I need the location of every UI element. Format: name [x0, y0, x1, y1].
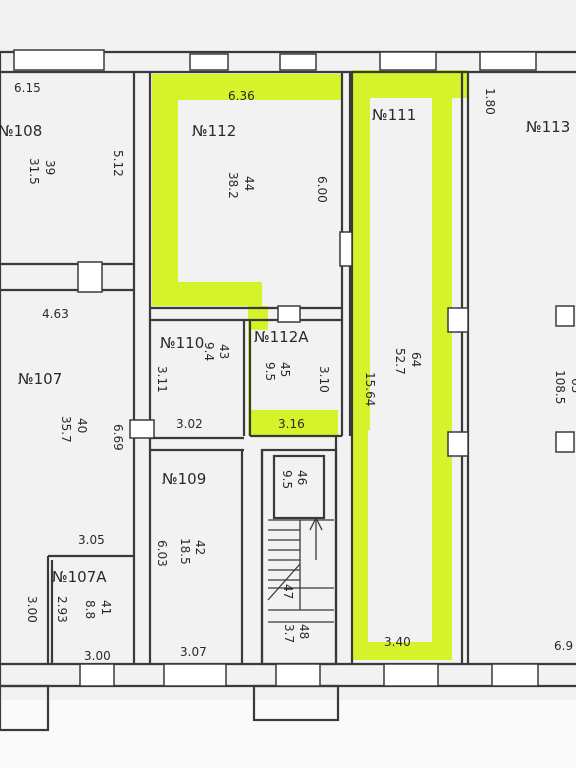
- room-112-num: 44: [242, 176, 256, 191]
- walls: [0, 50, 576, 732]
- room-107-bottom: 3.05: [78, 533, 105, 547]
- room-109-side: 6.03: [155, 540, 169, 567]
- room-111-length: 15.64: [363, 372, 377, 406]
- room-110-label: №110: [160, 334, 204, 352]
- room-109-bottom: 3.07: [180, 645, 207, 659]
- room-112a-num: 45: [278, 362, 292, 377]
- room-112-top: 6.36: [228, 89, 255, 103]
- staircase: [267, 516, 334, 623]
- room-112a-label: №112А: [254, 328, 309, 346]
- stair-upper-area: 9.5: [280, 470, 294, 489]
- room-111-area: 52.7: [393, 348, 407, 375]
- room-113-area: 108.5: [553, 370, 567, 404]
- room-110-side: 3.11: [155, 366, 169, 393]
- room-109-num: 42: [193, 540, 207, 555]
- room-107a-side1: 3.00: [25, 596, 39, 623]
- stair-lower-num: 48: [297, 624, 311, 639]
- room-113-num: 63: [569, 378, 576, 393]
- room-111-label: №111: [372, 106, 416, 124]
- room-108-label: №108: [0, 122, 42, 140]
- highlight-room-112: [152, 74, 342, 306]
- room-109-area: 18.5: [178, 538, 192, 565]
- room-112a-area: 9.5: [263, 362, 277, 381]
- room-112a-bottom: 3.16: [278, 417, 305, 431]
- room-110-bottom: 3.02: [176, 417, 203, 431]
- room-108-side: 5.12: [111, 150, 125, 177]
- room-111-num: 64: [409, 352, 423, 367]
- room-111-top: 1.80: [483, 88, 497, 115]
- highlight-room-111: [352, 70, 468, 660]
- room-113-label: №113: [526, 118, 570, 136]
- room-108-area: 31.5: [27, 158, 41, 185]
- stair-upper-num: 46: [295, 470, 309, 485]
- room-109-label: №109: [162, 470, 206, 488]
- room-107a-num: 41: [99, 600, 113, 615]
- room-110-area: 9.4: [202, 342, 216, 361]
- room-107-side: 6.69: [111, 424, 125, 451]
- openings: [13, 49, 575, 687]
- plan-margin: [0, 700, 576, 768]
- room-113-bottom: 6.9: [554, 639, 573, 653]
- room-107a-area: 8.8: [83, 600, 97, 619]
- room-107a-bottom: 3.00: [84, 649, 111, 663]
- room-112-label: №112: [192, 122, 236, 140]
- room-107a-side2: 2.93: [55, 596, 69, 623]
- room-107-label: №107: [18, 370, 62, 388]
- room-107-area: 35.7: [59, 416, 73, 443]
- room-112a-side: 3.10: [317, 366, 331, 393]
- room-111-bottom: 3.40: [384, 635, 411, 649]
- room-107-num: 40: [75, 418, 89, 433]
- room-107-top: 4.63: [42, 307, 69, 321]
- room-112-area: 38.2: [226, 172, 240, 199]
- room-107a-label: №107А: [52, 568, 107, 586]
- stair-lower-area: 3.7: [282, 624, 296, 643]
- labels: 6.15 №108 39 31.5 5.12 6.36 №112 44 38.2…: [0, 81, 576, 663]
- stair-landing-num: 47: [281, 584, 295, 599]
- room-110-num: 43: [217, 344, 231, 359]
- room-108-num: 39: [43, 160, 57, 175]
- room-112-side: 6.00: [315, 176, 329, 203]
- room-108-width: 6.15: [14, 81, 41, 95]
